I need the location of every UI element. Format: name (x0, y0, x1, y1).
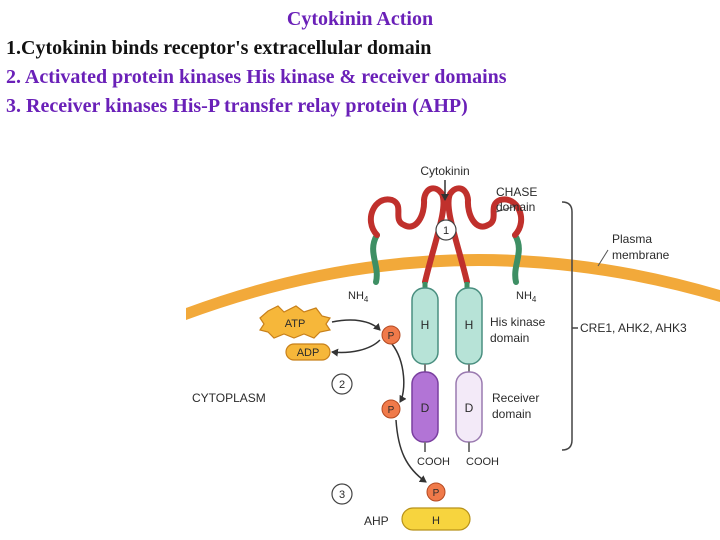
ahp-his-label: H (432, 515, 440, 527)
his-kinase-domain-label: His kinase (490, 315, 546, 329)
cytokinin-receptor-diagram: Cytokinin CHASE domain Plasma membrane 1… (186, 164, 720, 531)
bullet-3: 3. Receiver kinases His-P transfer relay… (6, 95, 468, 117)
phosphate-1 (381, 325, 401, 345)
his-right-label: H (465, 318, 474, 332)
adp-return-arrow (331, 339, 381, 357)
phosphate-3 (426, 482, 446, 502)
p-transfer-arrow-2 (395, 419, 427, 483)
slide-title: Cytokinin Action (286, 8, 434, 30)
step-2-circle (331, 373, 353, 395)
receiver-domain-label: Receiver (492, 391, 539, 405)
his-left-label: H (421, 318, 430, 332)
receiver-d-left-label: D (421, 401, 430, 415)
ahp-label: AHP (364, 514, 389, 528)
bullet-2: 2. Activated protein kinases His kinase … (6, 66, 507, 88)
nh4-right-label: NH4 (516, 290, 537, 304)
step-1-number: 1 (443, 225, 449, 237)
transmembrane-segment-right (512, 232, 522, 285)
receiver-d-right-label: D (465, 401, 474, 415)
cytokinin-label: Cytokinin (420, 164, 469, 178)
step-1-circle (435, 219, 457, 241)
receptor-names-label: CRE1, AHK2, AHK3 (580, 321, 687, 335)
receiver-domain-label-2: domain (492, 407, 531, 421)
nh4-left-label: NH4 (348, 290, 369, 304)
chase-pointer-line (495, 205, 517, 213)
phosphate-2 (381, 399, 401, 419)
ahp-bar (401, 507, 471, 531)
chase-loop-left (367, 185, 447, 285)
phosphate-3-label: P (433, 488, 440, 499)
step-2-number: 2 (339, 379, 345, 391)
chase-domain-label-2: domain (496, 200, 535, 214)
phosphate-1-label: P (388, 331, 395, 342)
plasma-membrane (186, 254, 720, 320)
transmembrane-segment-left (370, 232, 380, 285)
receptor-bracket (561, 201, 573, 451)
cooh-left-label: COOH (417, 456, 450, 468)
membrane-pointer-line (597, 249, 609, 267)
cooh-right-label: COOH (466, 456, 499, 468)
atp-label: ATP (285, 318, 306, 330)
plasma-membrane-label-2: membrane (612, 248, 670, 262)
atp-to-p-arrow (331, 319, 381, 331)
bullet-1: 1.Cytokinin binds receptor's extracellul… (6, 37, 432, 59)
phosphate-2-label: P (388, 405, 395, 416)
adp-box (285, 343, 331, 361)
p-transfer-arrow-1 (391, 343, 407, 403)
atp-starburst (259, 305, 331, 339)
step-3-circle (331, 483, 353, 505)
his-kinase-domain-label-2: domain (490, 331, 529, 345)
cytoplasm-label: CYTOPLASM (192, 391, 266, 405)
step-3-number: 3 (339, 489, 345, 501)
adp-label: ADP (297, 347, 320, 359)
plasma-membrane-label: Plasma (612, 232, 652, 246)
chase-domain-label: CHASE (496, 185, 537, 199)
chase-loop-right (445, 185, 525, 285)
